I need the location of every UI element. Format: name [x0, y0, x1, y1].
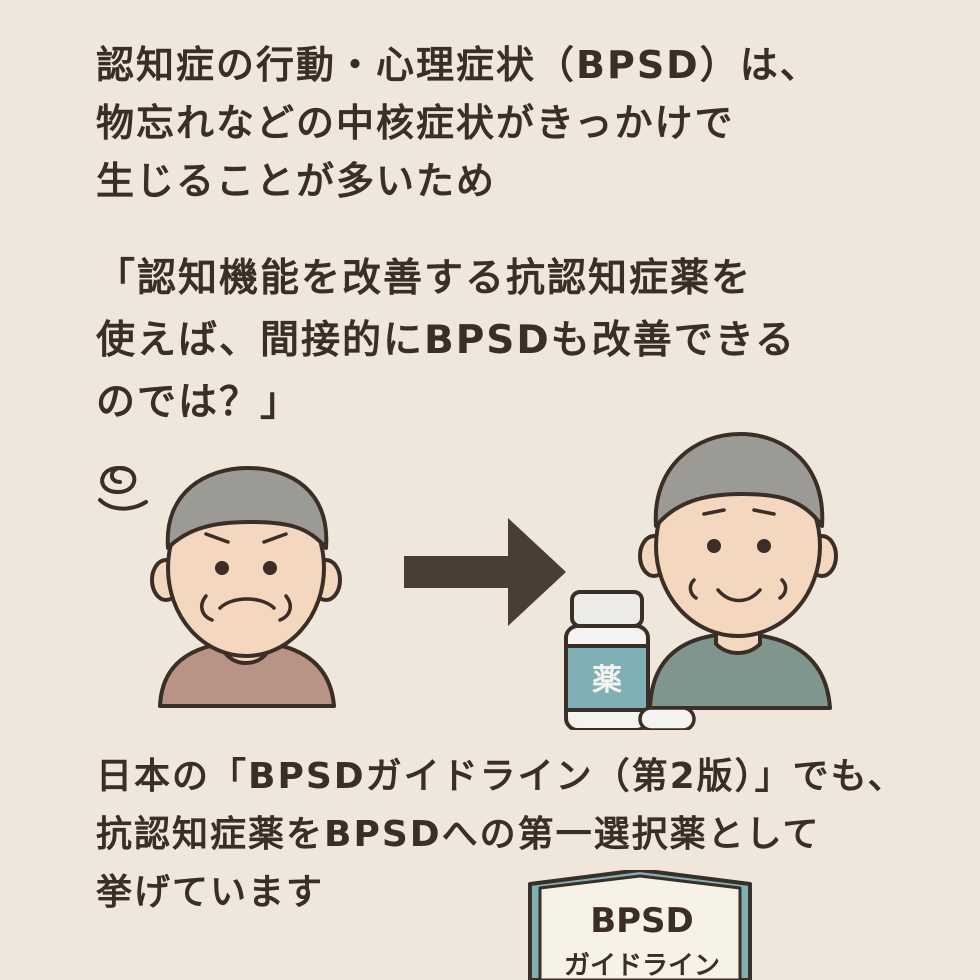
book-subtitle: ガイドライン	[564, 951, 720, 980]
worried-elderly-person	[150, 466, 342, 708]
guideline-line-2: 抗認知症薬をBPSDへの第一選択薬として	[96, 814, 821, 855]
intro-line-1: 認知症の行動・心理症状（BPSD）は、	[96, 43, 820, 87]
intro-text: 認知症の行動・心理症状（BPSD）は、 物忘れなどの中核症状がきっかけで 生じる…	[96, 36, 956, 210]
pills	[638, 706, 696, 730]
question-line-3: のでは？」	[96, 380, 302, 425]
guideline-line-1: 日本の「BPSDガイドライン（第2版）」でも、	[96, 756, 906, 797]
medicine-label: 薬	[592, 663, 622, 698]
right-arrow-icon	[404, 518, 566, 626]
book-title: BPSD	[590, 901, 694, 941]
confusion-swirl-icon	[98, 466, 148, 511]
question-text: 「認知機能を改善する抗認知症薬を 使えば、間接的にBPSDも改善できる のでは？…	[96, 248, 956, 434]
question-line-2: 使えば、間接的にBPSDも改善できる	[96, 318, 796, 363]
happy-elderly-person	[638, 432, 838, 710]
question-line-1: 「認知機能を改善する抗認知症薬を	[96, 256, 753, 301]
guideline-text: 日本の「BPSDガイドライン（第2版）」でも、 抗認知症薬をBPSDへの第一選択…	[96, 748, 956, 922]
before-after-illustration: 薬	[98, 432, 838, 730]
guideline-line-3: 挙げています	[96, 872, 325, 913]
medicine-bottle: 薬	[564, 590, 650, 730]
intro-line-2: 物忘れなどの中核症状がきっかけで	[96, 101, 735, 145]
guideline-book: BPSD ガイドライン	[528, 870, 752, 980]
intro-line-3: 生じることが多いため	[96, 159, 497, 203]
